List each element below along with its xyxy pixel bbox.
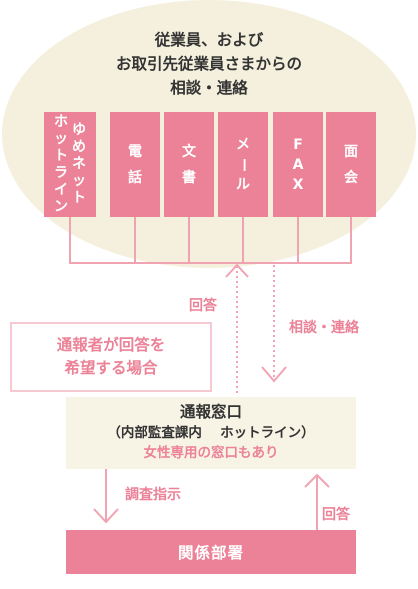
answer-label-bottom: 回答: [322, 507, 350, 523]
channel-mail: メ ー ル: [218, 112, 268, 217]
connector-meeting: [350, 217, 352, 263]
yume-col-1: ゆ め ネ ッ ト: [72, 122, 86, 206]
title-line-3: 相談・連絡: [170, 79, 248, 97]
note-line-1: 通報者が回答を: [56, 336, 166, 354]
yume-col-2: ホ ッ ト ラ イ ン: [54, 113, 68, 215]
connector-mail: [242, 217, 244, 263]
channel-document: 文 書: [164, 112, 214, 217]
connector-phone: [134, 217, 136, 263]
channel-phone: 電 話: [110, 112, 160, 217]
channel-fax: F A X: [273, 112, 323, 217]
window-subtitle: （内部監査課内 ホットライン）: [107, 425, 315, 441]
connector-bar: [69, 262, 352, 264]
investigate-arrow: [93, 469, 119, 524]
channel-meeting: 面 会: [326, 112, 376, 217]
title-line-2: お取引先従業員さまからの: [115, 55, 302, 73]
note-line-2: 希望する場合: [64, 359, 158, 377]
title-line-1: 従業員、および: [154, 31, 264, 49]
window-women-note: 女性専用の窓口もあり: [143, 445, 279, 461]
note-box: 通報者が回答を 希望する場合: [10, 322, 212, 392]
investigate-label: 調査指示: [125, 487, 181, 503]
reporting-window: 通報窓口 （内部監査課内 ホットライン） 女性専用の窓口もあり: [66, 397, 356, 469]
answer-label-top: 回答: [189, 298, 217, 314]
connector-fax: [297, 217, 299, 263]
answer-bottom-arrow: [304, 473, 330, 530]
window-title: 通報窓口: [179, 403, 242, 421]
consult-arrow: [261, 265, 287, 383]
answer-up-arrow: [225, 263, 249, 396]
related-department: 関係部署: [66, 530, 356, 574]
channel-yume-net-hotline: ゆ め ネ ッ ト ホ ッ ト ラ イ ン: [44, 112, 96, 217]
consult-label: 相談・連絡: [289, 320, 359, 336]
connector-document: [188, 217, 190, 263]
connector-yume: [69, 217, 71, 263]
